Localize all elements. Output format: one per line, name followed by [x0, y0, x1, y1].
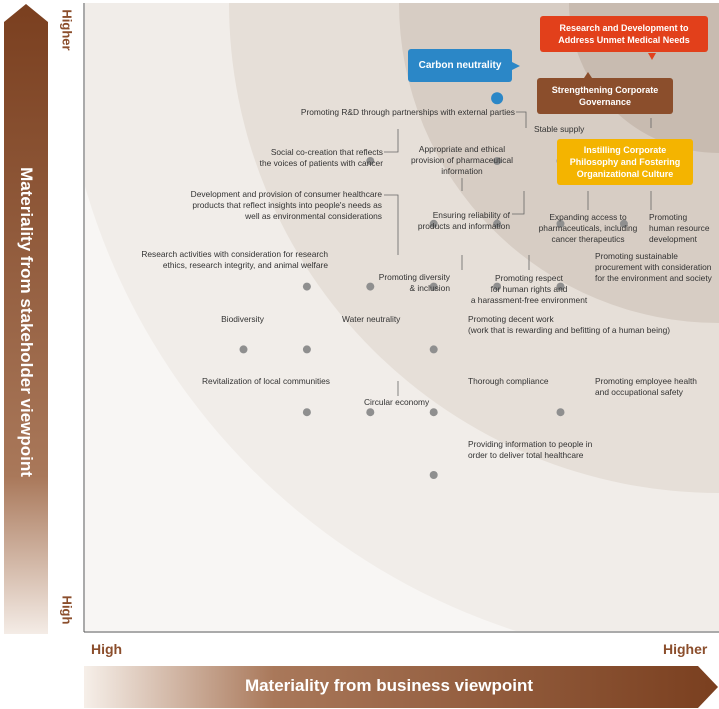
philosophy-box: Instilling Corporate Philosophy and Fost…: [557, 139, 693, 185]
label-compliance: Thorough compliance: [468, 376, 549, 386]
point-carbon-neutrality: [491, 92, 504, 105]
label-total-healthcare: Providing information to people in order…: [468, 439, 593, 460]
point-promoting-employee-health-and-occupational-safety: [556, 408, 565, 417]
point-development-and-provision-of-consumer-healthcare-products-that-reflect-insights-into-people-s-needs-as-well-as-environmental-considerations: [366, 282, 375, 291]
point-revitalization-of-local-communities: [302, 408, 311, 417]
governance-box: Strengthening Corporate Governance: [537, 78, 673, 114]
label-reliability: Ensuring reliability of products and inf…: [417, 210, 510, 231]
point-expanding-access-to-pharmaceuticals-including-cancer-therapeutics: [556, 219, 565, 228]
y-axis-high-label: High: [59, 595, 75, 625]
label-hr-development: Promoting human resource development: [649, 212, 710, 244]
rd-unmet-needs-box: Research and Development to Address Unme…: [540, 16, 708, 52]
x-axis-high-label: High: [91, 641, 123, 657]
point-social-co-creation-that-reflects-the-voices-of-patients-with-cancer: [366, 157, 375, 165]
point-promoting-diversity-inclusion: [429, 282, 438, 291]
point-thorough-compliance: [429, 408, 438, 417]
y-axis-banner: Materiality from stakeholder viewpoint: [4, 4, 48, 634]
label-human-rights: Promoting respect for human rights and a…: [470, 273, 588, 305]
label-procurement: Promoting sustainable procurement with c…: [595, 251, 712, 283]
label-ethical-information: Appropriate and ethical provision of pha…: [411, 144, 513, 176]
y-axis-higher-label: Higher: [59, 9, 75, 51]
carbon-connector: [512, 62, 520, 70]
point-ensuring-reliability-of-products-and-information: [493, 219, 502, 228]
point-promoting-decent-work-work-that-is-rewarding-and-befitting-of-a-human-being: [429, 345, 438, 354]
point-research-activities-with-consideration-for-research-ethics-research-integrity-and-animal-welfare: [302, 282, 311, 291]
label-partnerships: Promoting R&D through partnerships with …: [300, 107, 515, 117]
point-providing-information-to-people-in-order-to-deliver-total-healthcare: [429, 471, 438, 479]
label-employee-health: Promoting employee health and occupation…: [595, 376, 697, 397]
x-axis-higher-label: Higher: [663, 641, 708, 657]
label-decent-work: Promoting decent work (work that is rewa…: [468, 314, 671, 335]
point-biodiversity: [239, 345, 248, 354]
label-local-communities: Revitalization of local communities: [201, 376, 330, 386]
label-social-co-creation: Social co-creation that reflects the voi…: [259, 147, 383, 168]
point-water-neutrality: [302, 345, 311, 354]
governance-connector: [584, 72, 592, 78]
label-access: Expanding access to pharmaceuticals, inc…: [538, 212, 638, 244]
label-biodiversity: Biodiversity: [221, 314, 264, 324]
x-axis-banner: Materiality from business viewpoint: [84, 666, 718, 708]
label-water-neutrality: Water neutrality: [342, 314, 401, 324]
label-circular-economy: Circular economy: [364, 397, 430, 407]
y-axis-title: Materiality from stakeholder viewpoint: [17, 167, 36, 477]
x-axis-title: Materiality from business viewpoint: [244, 676, 534, 695]
label-stable-supply: Stable supply: [534, 124, 585, 134]
label-consumer-healthcare: Development and provision of consumer he…: [190, 189, 382, 221]
point-promoting-r-d-through-partnerships-with-external-parties: [493, 157, 502, 165]
point-promoting-human-resource-development: [619, 219, 628, 228]
carbon-neutrality-box: Carbon neutrality: [408, 49, 512, 82]
point-promoting-sustainable-procurement-with-consideration-for-the-environment-and-society: [556, 282, 565, 291]
label-research-ethics: Research activities with consideration f…: [141, 249, 328, 270]
rd-connector: [648, 53, 656, 60]
point-circular-economy: [366, 408, 375, 417]
point-promoting-respect-for-human-rights-and-a-harassment-free-environment: [493, 282, 502, 291]
point-appropriate-and-ethical-provision-of-pharmaceutical-information: [429, 219, 438, 228]
label-diversity: Promoting diversity & inclusion: [378, 272, 450, 293]
